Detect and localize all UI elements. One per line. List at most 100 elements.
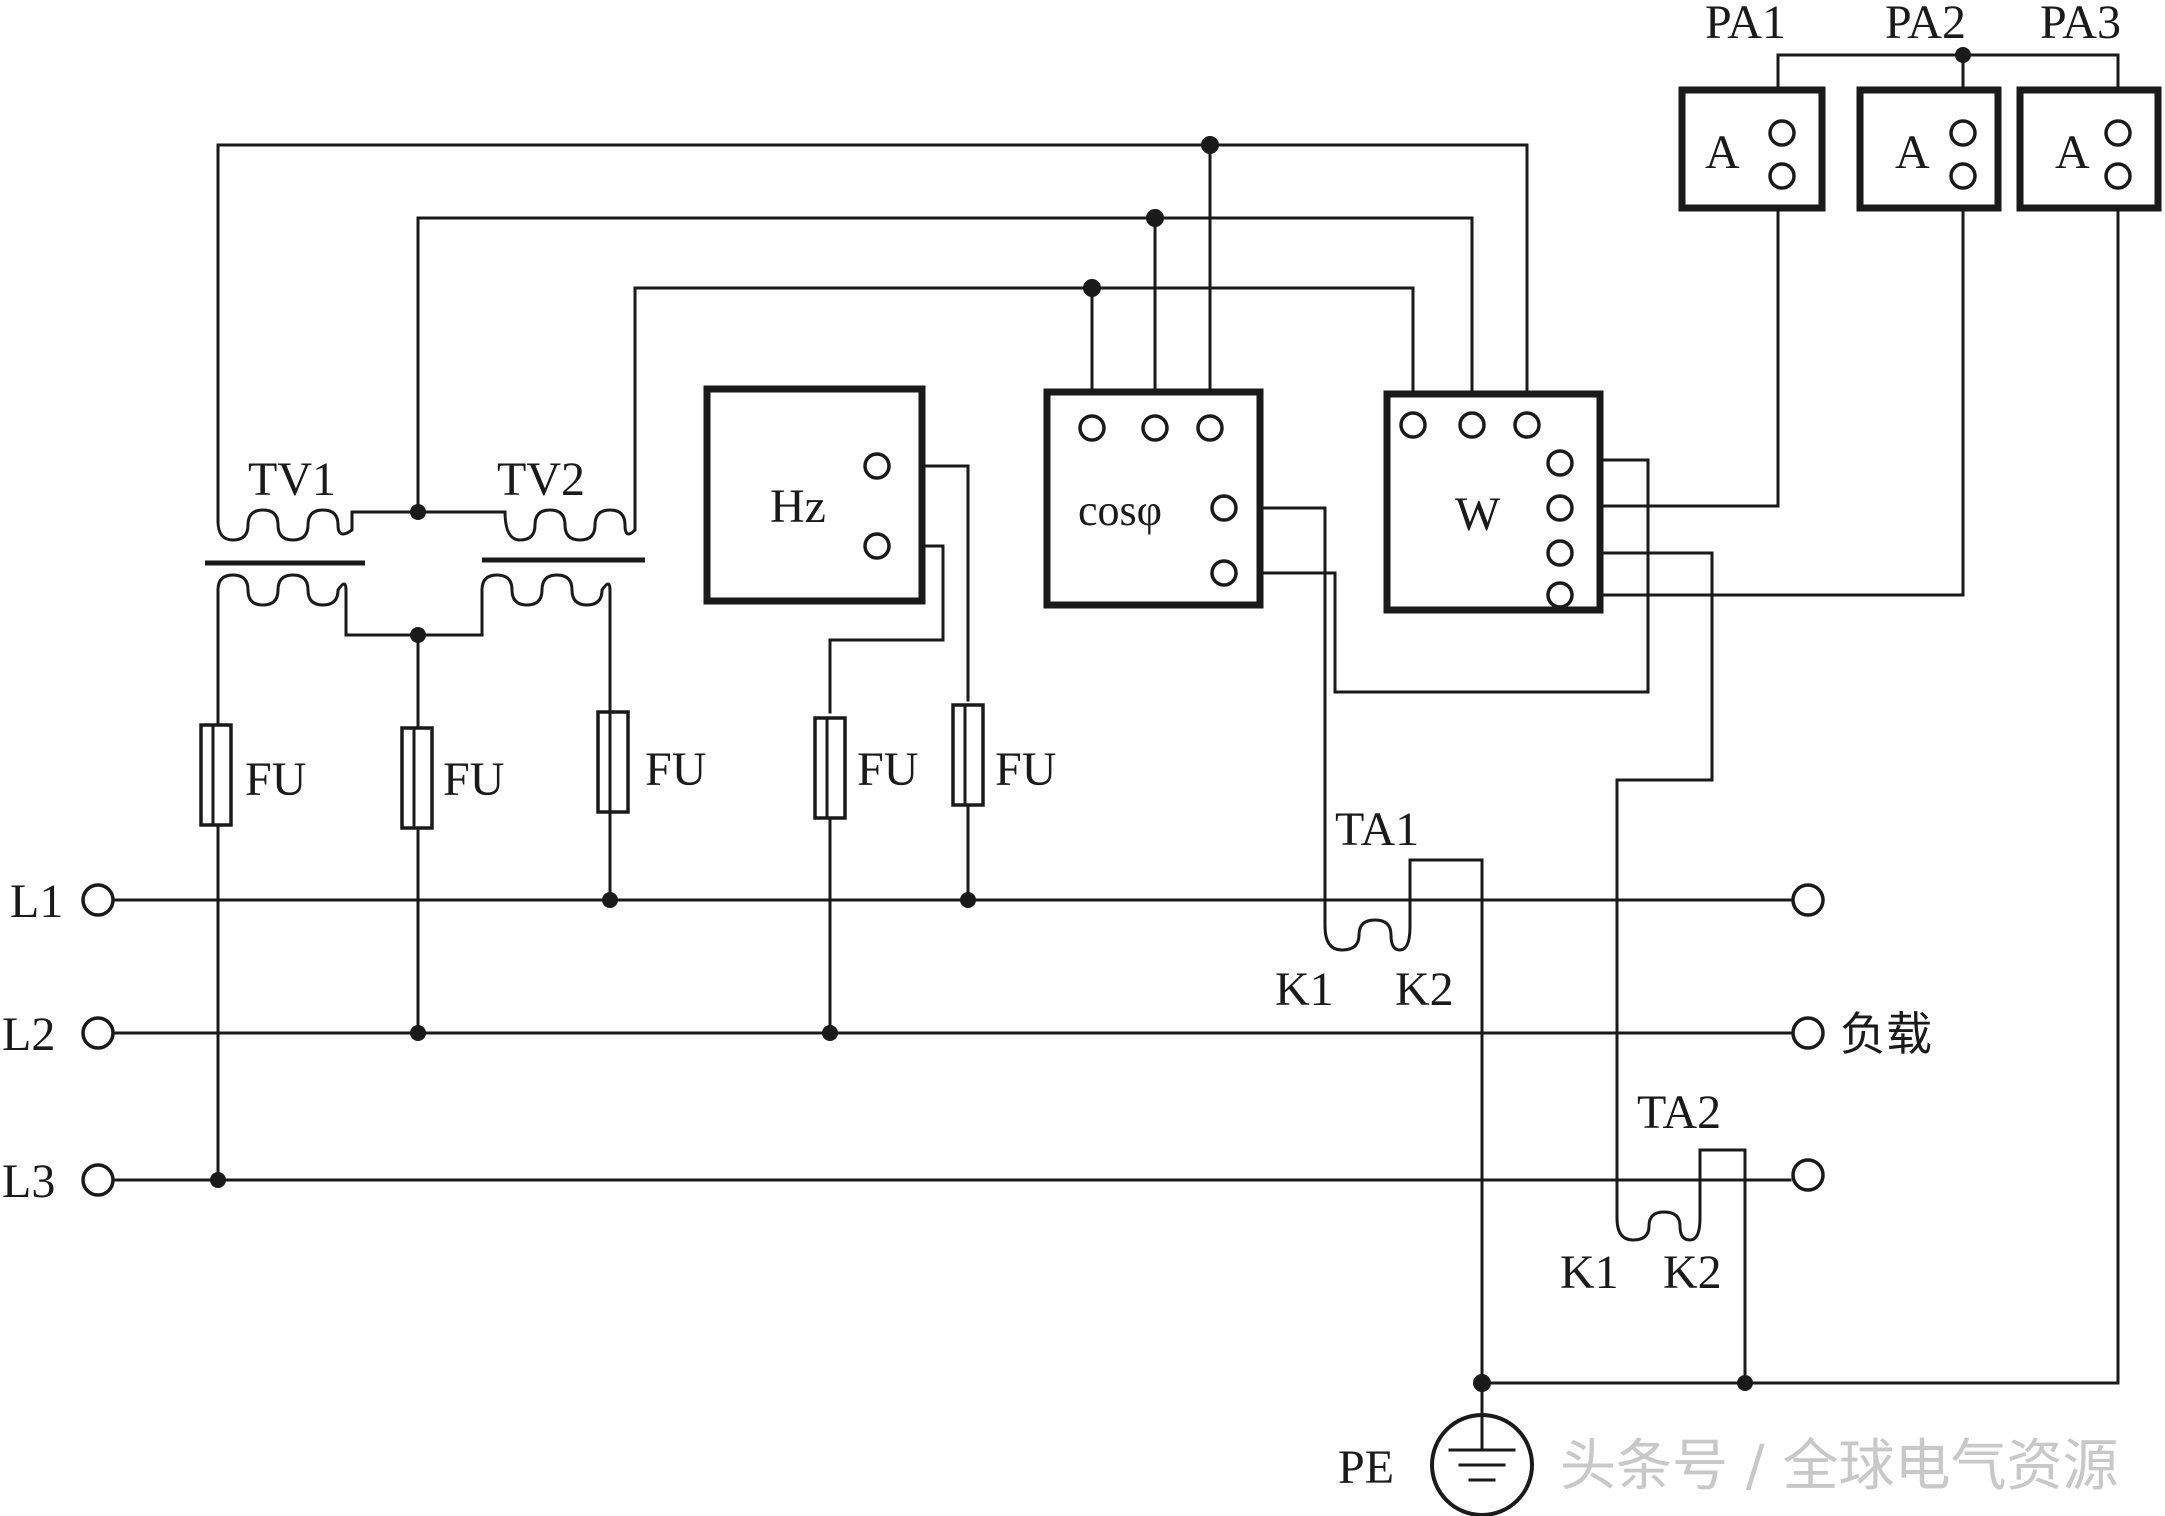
terminal [2104, 162, 2132, 190]
ta1-label: TA1 [1335, 803, 1419, 856]
terminal [863, 452, 891, 480]
ammeter-pa3: A [2016, 86, 2162, 212]
tv1-transformer [205, 508, 365, 607]
ta1-k1-label: K1 [1275, 963, 1334, 1016]
fuse-4 [813, 716, 847, 820]
terminal [1546, 494, 1574, 522]
l2-terminal [81, 1016, 115, 1050]
cosphi-meter-label: cosφ [1078, 486, 1162, 535]
junctions [210, 47, 1971, 1392]
ammeter-label: A [1895, 126, 1930, 179]
fuses [199, 703, 985, 830]
fuse-label: FU [443, 753, 504, 806]
tv2-label: TV2 [497, 453, 585, 506]
wiring [111, 53, 2120, 1417]
junction-dot [960, 892, 976, 908]
ta2-k2-lead [1698, 1148, 1747, 1385]
watt-meter-label: W [1455, 488, 1501, 541]
junction-dot [1473, 1374, 1491, 1392]
l1-terminal [81, 883, 115, 917]
fuse-2 [400, 726, 434, 830]
watermark: 头条号 / 全球电气资源 [1560, 1434, 2118, 1499]
terminal [1949, 162, 1977, 190]
labels: PA1 PA2 PA3 TV1 TV2 FU FU FU FU FU L1 L2… [2, 0, 2121, 1499]
ammeter-pa1: A [1678, 86, 1826, 212]
junction-dot [410, 627, 426, 643]
fuse-label: FU [995, 743, 1056, 796]
ta2-coil [1615, 1210, 1702, 1242]
terminal [1949, 119, 1977, 147]
terminal [1546, 581, 1574, 609]
cosphi-meter: cosφ [1043, 388, 1264, 609]
ta2-current-transformer [1615, 1210, 1702, 1242]
fuse-3 [596, 710, 630, 814]
junction-dot [1146, 209, 1164, 227]
ta1-k2-label: K2 [1395, 963, 1454, 1016]
ammeter-label: A [2055, 126, 2090, 179]
l2-label: L2 [2, 1008, 55, 1061]
junction-dot [1201, 136, 1219, 154]
terminal [1768, 119, 1796, 147]
tv2-transformer [480, 508, 645, 607]
terminal [1513, 411, 1541, 439]
ammeter-pa2: A [1856, 86, 2002, 212]
tv2-right-wire [633, 286, 1415, 524]
fuse-5 [951, 703, 985, 807]
junction-dot [1955, 47, 1971, 63]
terminal [1546, 449, 1574, 477]
load-label: 负载 [1840, 1007, 1932, 1061]
pa3-label: PA3 [2040, 0, 2121, 49]
w-to-pa1 [1596, 181, 1780, 508]
fuse-1 [199, 723, 233, 827]
ta2-k1-label: K1 [1560, 1246, 1619, 1299]
junction-dot [410, 504, 426, 520]
terminal [1399, 411, 1427, 439]
l3-terminal [81, 1163, 115, 1197]
ta2-label: TA2 [1637, 1086, 1721, 1139]
pa1-label: PA1 [1705, 0, 1786, 49]
terminal [1196, 414, 1224, 442]
l1-label: L1 [10, 875, 63, 928]
terminal [1768, 162, 1796, 190]
tv1-primary-coil [216, 508, 354, 542]
watt-meter: W [1383, 390, 1604, 614]
tv2-secondary-coil [480, 573, 612, 607]
tv-common-wire [416, 216, 1474, 514]
fuse-label: FU [245, 753, 306, 806]
hz-wire-bottom [828, 544, 945, 714]
ta1-current-transformer [1323, 918, 1412, 952]
cos-wire-k2 [1240, 458, 1650, 694]
ta1-k2-lead [1408, 858, 1484, 1385]
terminal [1546, 539, 1574, 567]
w-to-pa2 [1596, 181, 1965, 597]
pa2-label: PA2 [1885, 0, 1966, 49]
load-terminal-2 [1791, 1016, 1825, 1050]
junction-dot [602, 892, 618, 908]
cos-wire-k1 [1240, 506, 1327, 928]
junction-dot [1083, 279, 1101, 297]
terminal [1210, 559, 1238, 587]
junction-dot [1737, 1375, 1753, 1391]
ta2-k2-label: K2 [1663, 1246, 1722, 1299]
ground-symbol [1430, 1413, 1534, 1516]
terminal [1210, 494, 1238, 522]
pa3-return [1480, 181, 2120, 1385]
load-terminal-1 [1791, 883, 1825, 917]
tv1-top-wire [216, 143, 1529, 524]
line-terminals [81, 883, 1825, 1197]
tv2-primary-coil [503, 508, 637, 542]
terminal [2104, 119, 2132, 147]
terminal [863, 532, 891, 560]
fuse-label: FU [857, 743, 918, 796]
tv1-secondary-coil [216, 573, 348, 607]
l3-label: L3 [2, 1155, 55, 1208]
hz-meter: Hz [703, 385, 926, 605]
tv1-label: TV1 [248, 453, 336, 506]
ammeter-label: A [1705, 126, 1740, 179]
terminal [1078, 414, 1106, 442]
w-wire-ta2 [1596, 551, 1714, 1220]
hz-meter-label: Hz [770, 480, 826, 533]
junction-dot [410, 1025, 426, 1041]
pe-label: PE [1338, 1441, 1394, 1494]
